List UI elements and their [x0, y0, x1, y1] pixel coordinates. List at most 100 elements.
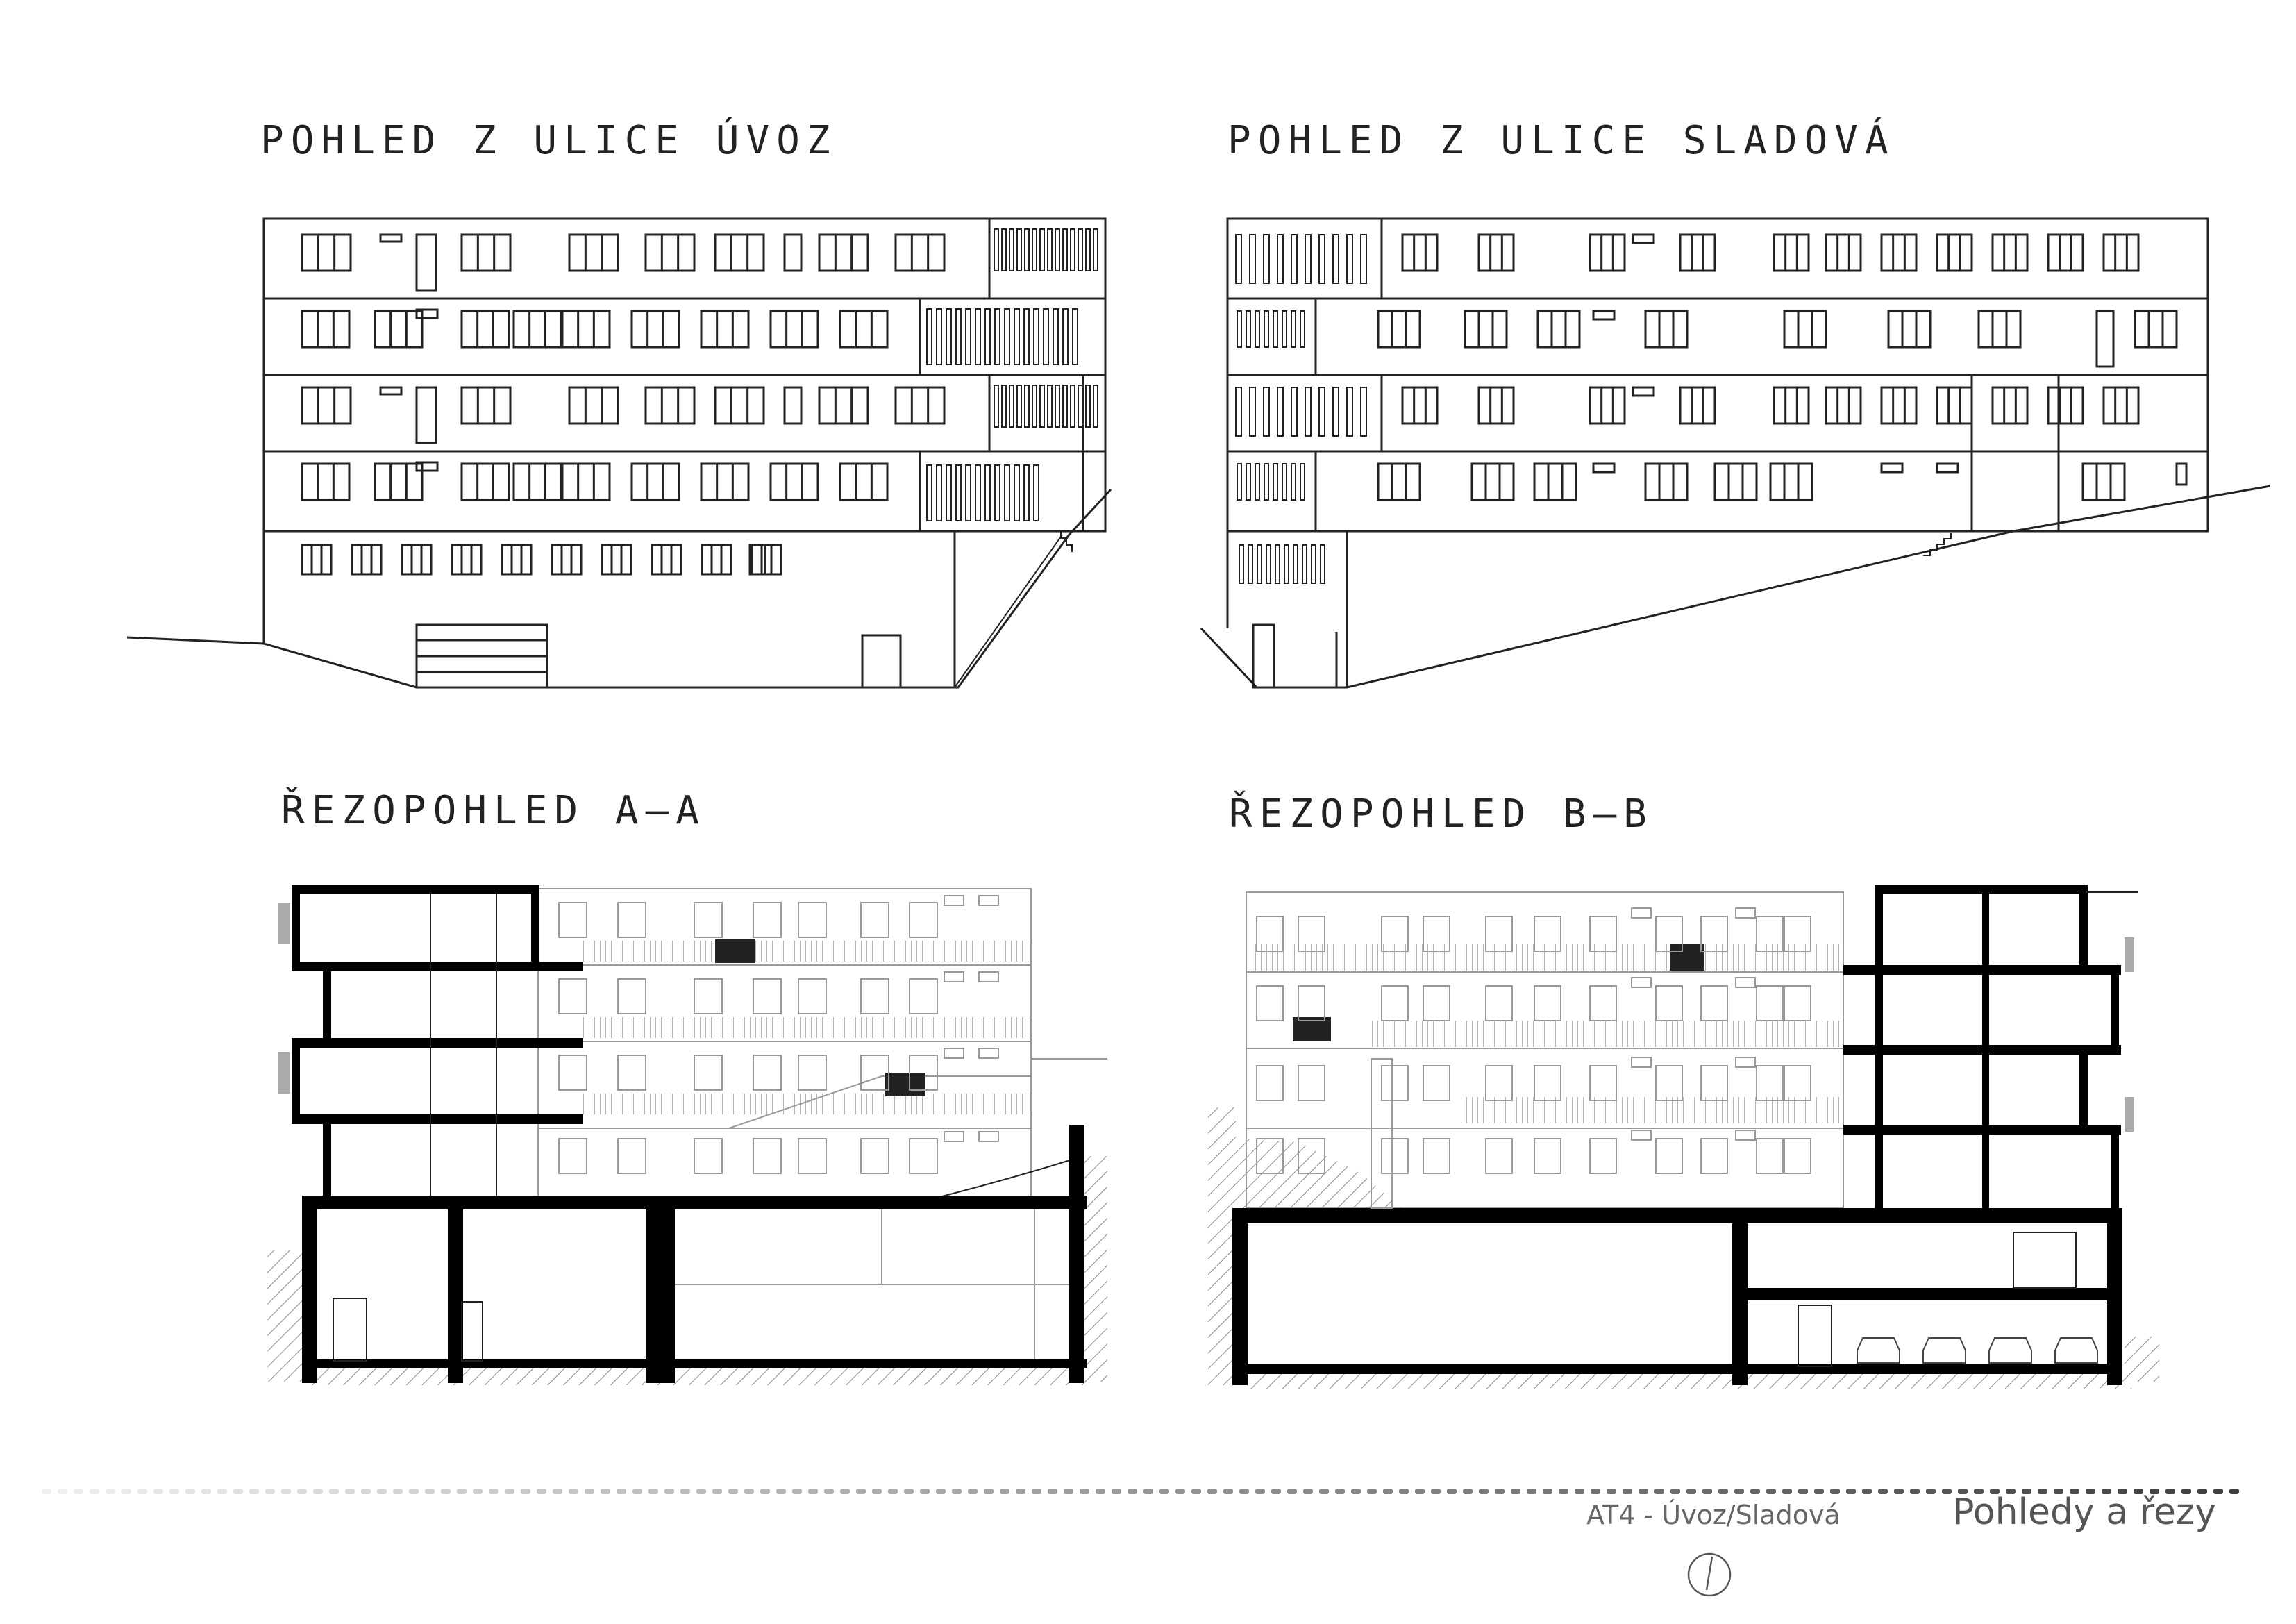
window: [1249, 234, 1256, 284]
window: [644, 386, 696, 425]
footer-dash: [377, 1489, 387, 1494]
window: [1631, 907, 1652, 919]
window: [694, 978, 723, 1014]
window: [551, 544, 583, 576]
window: [944, 895, 964, 906]
window: [975, 464, 981, 521]
window: [1249, 387, 1256, 437]
window: [617, 1055, 646, 1091]
window: [415, 386, 437, 444]
footer-dash: [361, 1489, 371, 1494]
window: [1880, 386, 1918, 425]
window: [2134, 310, 2178, 349]
footer-dash: [2134, 1489, 2143, 1494]
footer-dash: [2006, 1489, 2016, 1494]
footer-dash: [1016, 1489, 1025, 1494]
footer-dash: [1942, 1489, 1952, 1494]
window: [1631, 977, 1652, 988]
footer-dash: [489, 1489, 498, 1494]
footer-dash: [553, 1489, 562, 1494]
window: [1237, 463, 1242, 501]
window: [909, 1055, 938, 1091]
footer-dash: [2102, 1489, 2111, 1494]
window: [1256, 1138, 1284, 1174]
footer-dash: [409, 1489, 419, 1494]
window: [1004, 464, 1010, 521]
window: [1039, 228, 1045, 271]
footer-dash: [1112, 1489, 1121, 1494]
window: [1773, 233, 1810, 272]
title-section-bb: ŘEZOPOHLED B—B: [1229, 792, 1654, 837]
window: [451, 544, 483, 576]
window: [1631, 1057, 1652, 1068]
window: [748, 544, 766, 576]
footer-dash: [1862, 1489, 1872, 1494]
window: [1070, 228, 1075, 271]
window: [1360, 234, 1367, 284]
window: [1256, 1065, 1284, 1101]
window: [955, 308, 962, 365]
window: [1291, 387, 1298, 437]
footer-dash: [888, 1489, 898, 1494]
window: [753, 978, 782, 1014]
window: [1936, 462, 1959, 474]
window: [1464, 310, 1508, 349]
window: [860, 978, 889, 1014]
window: [700, 462, 750, 501]
footer-dash: [1511, 1489, 1520, 1494]
window: [978, 895, 999, 906]
window: [1263, 387, 1270, 437]
window: [1346, 387, 1353, 437]
footer-dash: [1191, 1489, 1201, 1494]
footer-dash: [1623, 1489, 1632, 1494]
footer-dash: [265, 1489, 275, 1494]
window: [1589, 1065, 1617, 1101]
window: [1093, 228, 1098, 271]
window: [798, 1055, 827, 1091]
window: [301, 310, 351, 349]
window: [2102, 386, 2140, 425]
footer-dash: [473, 1489, 483, 1494]
window: [714, 233, 765, 272]
window: [978, 1048, 999, 1059]
window: [994, 308, 1000, 365]
window: [798, 1138, 827, 1174]
footer-dash: [1431, 1489, 1441, 1494]
window: [558, 902, 587, 938]
window: [944, 971, 964, 982]
footer-dash: [2038, 1489, 2047, 1494]
window: [1014, 308, 1020, 365]
footer-dash: [1367, 1489, 1377, 1494]
window: [1273, 463, 1278, 501]
window: [1485, 916, 1513, 952]
window: [1477, 386, 1515, 425]
window: [1085, 228, 1091, 271]
window: [1589, 1138, 1617, 1174]
window: [1784, 916, 1811, 952]
window: [1248, 544, 1253, 584]
window: [1053, 308, 1059, 365]
window: [1257, 544, 1262, 584]
window: [751, 544, 782, 576]
window: [561, 310, 611, 349]
footer-dash: [617, 1489, 626, 1494]
footer-dash: [792, 1489, 802, 1494]
window: [1936, 233, 1973, 272]
footer-dash: [936, 1489, 946, 1494]
footer-dash: [824, 1489, 834, 1494]
section-aa-windows: [558, 895, 999, 1174]
window: [2095, 310, 2115, 368]
window: [1298, 916, 1325, 952]
window: [617, 978, 646, 1014]
window: [936, 464, 942, 521]
window: [1825, 233, 1862, 272]
footer-dash: [121, 1489, 131, 1494]
window: [644, 233, 696, 272]
footer-dash: [984, 1489, 994, 1494]
window: [753, 1138, 782, 1174]
window: [1239, 544, 1244, 584]
footer-dash: [1383, 1489, 1393, 1494]
footer-dash: [601, 1489, 610, 1494]
window: [460, 233, 512, 272]
footer-dash: [537, 1489, 546, 1494]
